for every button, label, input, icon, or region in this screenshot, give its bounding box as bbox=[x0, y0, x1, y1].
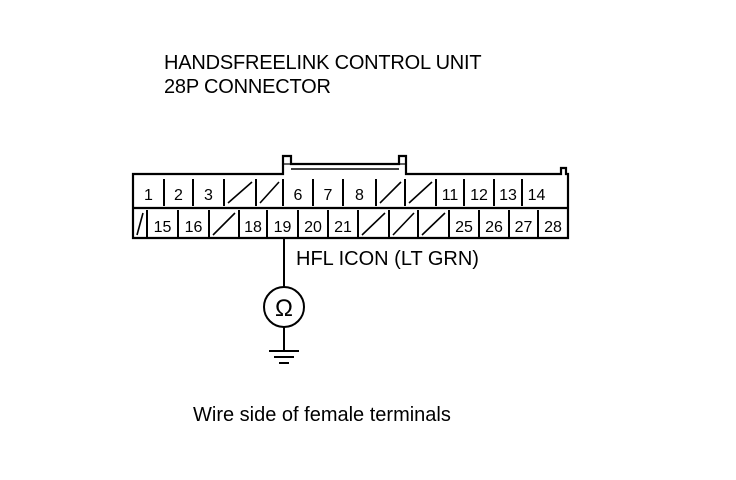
terminal-13: 13 bbox=[499, 187, 517, 204]
terminal-21: 21 bbox=[334, 219, 352, 236]
terminal-15: 15 bbox=[154, 219, 172, 236]
connector-housing bbox=[131, 154, 570, 240]
ohm-symbol: Ω bbox=[275, 295, 293, 322]
terminal-18: 18 bbox=[244, 219, 262, 236]
vacant-terminal-slash bbox=[227, 181, 253, 204]
terminal-20: 20 bbox=[304, 219, 322, 236]
terminal-8: 8 bbox=[355, 187, 364, 204]
terminal-19: 19 bbox=[274, 219, 292, 236]
terminal-28: 28 bbox=[544, 219, 562, 236]
terminal-7: 7 bbox=[324, 187, 333, 204]
vacant-terminal-slash bbox=[379, 181, 402, 204]
terminal-12: 12 bbox=[470, 187, 488, 204]
vacant-terminal-slash bbox=[408, 181, 433, 204]
vacant-terminal-slash bbox=[361, 212, 386, 236]
terminal-27: 27 bbox=[515, 219, 533, 236]
wire-label: HFL ICON (LT GRN) bbox=[296, 248, 479, 270]
terminal-11: 11 bbox=[442, 187, 459, 204]
diagram-title-line-1: HANDSFREELINK CONTROL UNIT bbox=[164, 52, 482, 74]
vacant-terminal-slash bbox=[212, 212, 236, 236]
vacant-terminal-slash bbox=[392, 212, 415, 236]
diagram-title-line-2: 28P CONNECTOR bbox=[164, 76, 331, 98]
vacant-terminal-slash bbox=[259, 181, 280, 204]
vacant-terminal-slash bbox=[136, 212, 144, 236]
terminal-6: 6 bbox=[294, 187, 303, 204]
vacant-terminal-slash bbox=[421, 212, 446, 236]
terminal-26: 26 bbox=[485, 219, 503, 236]
terminal-25: 25 bbox=[455, 219, 473, 236]
terminal-2: 2 bbox=[174, 187, 183, 204]
view-note: Wire side of female terminals bbox=[193, 404, 451, 426]
terminal-16: 16 bbox=[185, 219, 203, 236]
ground-icon bbox=[269, 350, 299, 364]
terminal-3: 3 bbox=[204, 187, 213, 204]
terminal-1: 1 bbox=[144, 187, 153, 204]
terminal-14: 14 bbox=[528, 187, 546, 204]
